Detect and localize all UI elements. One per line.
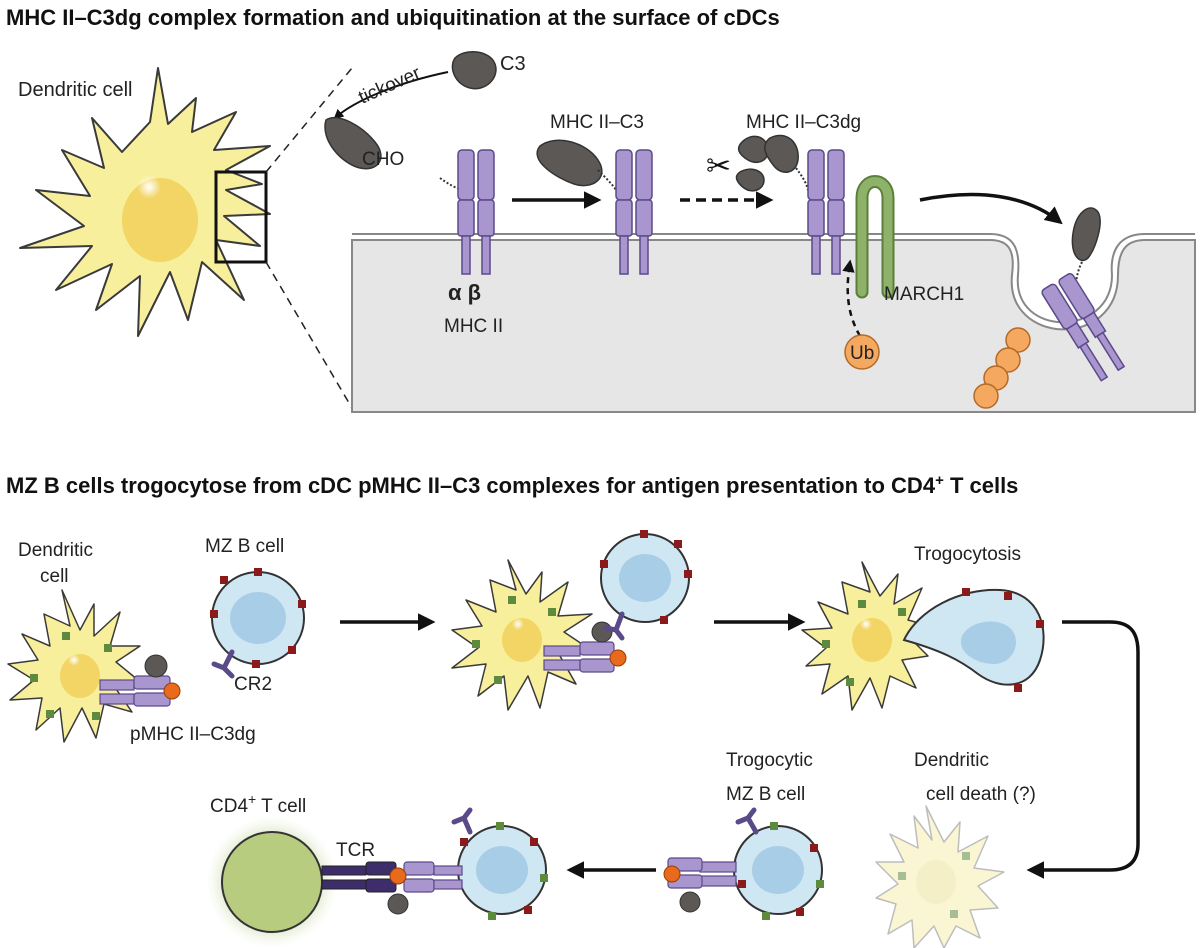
trogocytic-label-line1: Trogocytic (726, 750, 813, 771)
cr2-receptor-2 (603, 611, 625, 641)
mzb-cell-2 (600, 530, 692, 624)
top-panel-heading: MHC II–C3dg complex formation and ubiqui… (6, 5, 780, 30)
mhc2-c3-label: MHC II–C3 (550, 112, 644, 133)
arrow-internalization (919, 192, 1063, 225)
mhc2-molecule-2 (615, 149, 653, 275)
c3-cleaved-piece-1 (737, 135, 769, 164)
c3-cleaved-piece-2 (735, 168, 765, 192)
cd4-tcell-label: CD4+ T cell (210, 791, 306, 817)
c3-label: C3 (500, 53, 526, 75)
bcell-marker (1004, 592, 1012, 600)
cr2-receptor-3 (735, 807, 759, 835)
bcell-marker (1036, 620, 1044, 628)
alpha-beta-label: α β (448, 280, 481, 305)
pmhc-complex-2 (543, 621, 627, 673)
mzb-cell-1 (210, 568, 306, 668)
trogocytic-mzb-cell (733, 822, 824, 920)
cho-linker (439, 177, 463, 191)
zoom-line-top (265, 67, 353, 173)
dc-highlight (137, 175, 161, 199)
tickover-arrow (333, 71, 449, 120)
internalized-linker (1075, 261, 1083, 287)
cr2-receptor-4 (451, 807, 473, 835)
bottom-panel-heading: MZ B cells trogocytose from cDC pMHC II–… (6, 472, 1018, 498)
dc-small-3 (801, 561, 931, 711)
mhc2-c3dg-label: MHC II–C3dg (746, 112, 861, 133)
trogo-bcell-nucleus (960, 621, 1016, 664)
c3-bound (536, 139, 603, 187)
mhc2-label: MHC II (444, 316, 503, 337)
dc-label-line2: cell (40, 566, 69, 587)
pmhc-label: pMHC II–C3dg (130, 724, 256, 745)
dendritic-cell-label: Dendritic cell (18, 79, 132, 101)
scissors-icon: ✂ (706, 149, 731, 184)
c3-protein (451, 51, 497, 90)
dc-death-label-line1: Dendritic (914, 750, 989, 771)
bcell-marker (962, 588, 970, 596)
march1-label: MARCH1 (884, 284, 964, 305)
cr2-label: CR2 (234, 674, 272, 695)
trogocytosis-label: Trogocytosis (914, 544, 1021, 565)
pmhc-complex-1 (99, 654, 181, 707)
dc-nucleus (122, 178, 198, 262)
dc-small-2 (451, 559, 593, 711)
mzb-label: MZ B cell (205, 536, 284, 557)
c3b-fragment (324, 117, 382, 170)
cho-label: CHO (362, 149, 404, 170)
arrow-to-death (1026, 620, 1140, 879)
ub-chain-4 (973, 383, 999, 409)
mhc2-molecule-1 (457, 149, 495, 275)
mhc2-internalized (1041, 272, 1126, 382)
presenting-mzb-cell (457, 822, 548, 920)
mhc2-molecule-3 (807, 149, 845, 275)
dc-death-label-line2: cell death (?) (926, 784, 1036, 805)
ubiquitin (844, 334, 880, 370)
dc-label-line1: Dendritic (18, 540, 93, 561)
tcr-pmhc-synapse (321, 861, 463, 915)
c3dg-fragment (764, 134, 799, 173)
ub-transfer-arrow (842, 259, 862, 337)
trogocytic-label-line2: MZ B cell (726, 784, 805, 805)
cd4-tcell (221, 831, 323, 933)
dc-small-1 (7, 589, 141, 743)
zoom-box (214, 170, 268, 264)
dc-dying (875, 805, 1005, 948)
c3-linker (597, 169, 617, 191)
ub-label: Ub (850, 343, 874, 364)
tickover-label: tickover (355, 62, 424, 108)
ub-chain-1 (1005, 327, 1031, 353)
c3dg-linker (795, 167, 809, 191)
bcell-marker (1014, 684, 1022, 692)
pmhc-complex-3 (663, 857, 737, 913)
zoom-line-bottom (265, 261, 353, 409)
c3dg-internalized (1071, 207, 1101, 262)
ub-chain-2 (995, 347, 1021, 373)
march1-protein (857, 177, 893, 297)
dendritic-cell-large (19, 67, 271, 337)
tcr-label: TCR (336, 840, 375, 861)
cr2-receptor (211, 649, 235, 679)
